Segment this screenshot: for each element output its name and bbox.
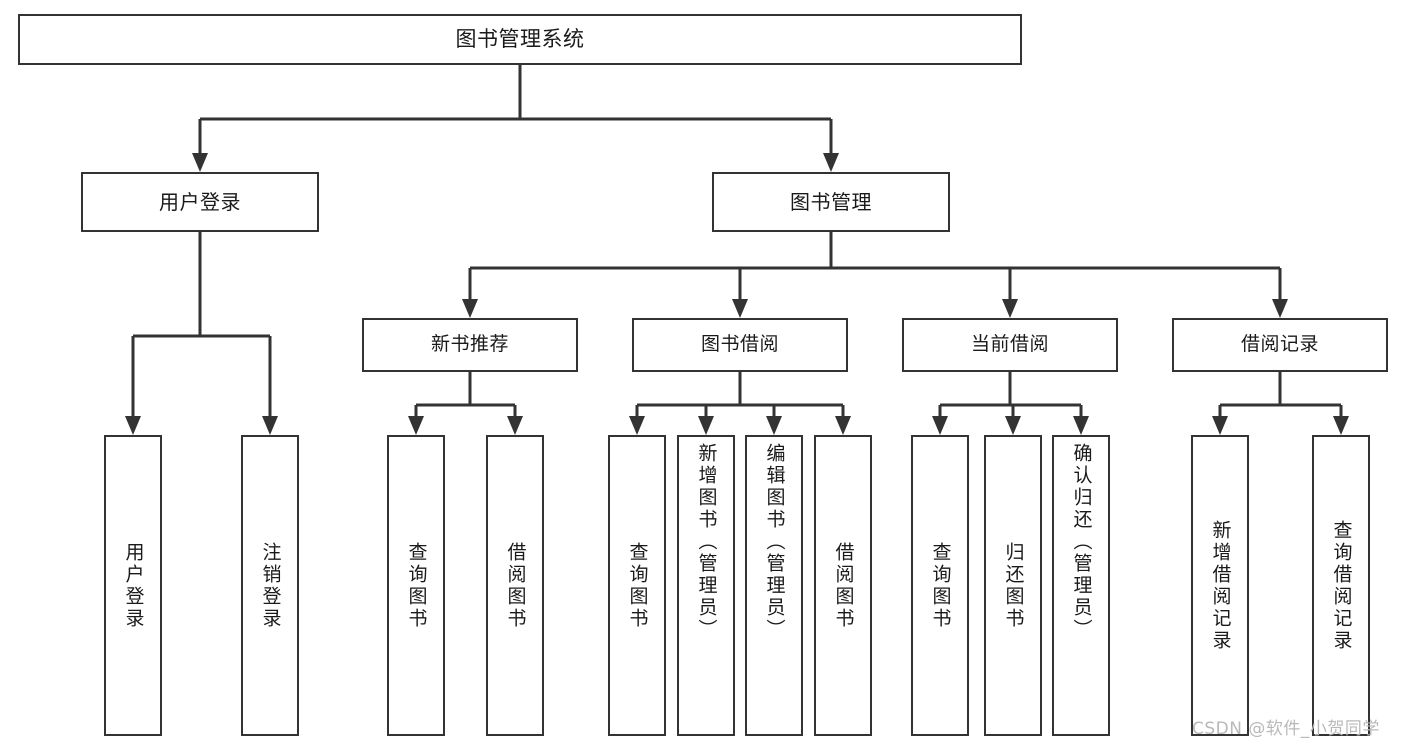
arrowhead-3-0 [408, 416, 424, 435]
arrowhead-2-3 [1272, 299, 1288, 318]
arrowhead-1-1 [262, 416, 278, 435]
node-leaf-10[interactable]: 确认归还（管理员） [1052, 435, 1110, 736]
node-l1-0[interactable]: 用户登录 [81, 172, 319, 232]
node-leaf-7[interactable]: 借阅图书 [814, 435, 872, 736]
arrowhead-4-3 [835, 416, 851, 435]
arrowhead-5-1 [1005, 416, 1021, 435]
node-leaf-5[interactable]: 新增图书（管理员） [677, 435, 735, 736]
node-label: 图书管理系统 [455, 27, 585, 52]
node-label: 新增借阅记录 [1209, 519, 1232, 652]
arrowhead-6-1 [1333, 416, 1349, 435]
node-label: 图书管理 [790, 189, 872, 214]
node-label: 用户登录 [122, 541, 145, 630]
arrowhead-5-0 [932, 416, 948, 435]
node-root[interactable]: 图书管理系统 [18, 14, 1022, 65]
node-l2-2[interactable]: 当前借阅 [902, 318, 1118, 372]
arrowhead-4-1 [698, 416, 714, 435]
node-leaf-12[interactable]: 查询借阅记录 [1312, 435, 1370, 736]
node-label: 查询图书 [929, 541, 952, 630]
arrowhead-3-1 [507, 416, 523, 435]
node-label: 图书借阅 [700, 333, 779, 356]
node-l2-3[interactable]: 借阅记录 [1172, 318, 1388, 372]
arrowhead-4-2 [766, 416, 782, 435]
node-leaf-3[interactable]: 借阅图书 [486, 435, 544, 736]
arrowhead-2-0 [462, 299, 478, 318]
node-label: 借阅记录 [1240, 333, 1319, 356]
node-leaf-4[interactable]: 查询图书 [608, 435, 666, 736]
node-label: 借阅图书 [504, 541, 527, 630]
node-label: 借阅图书 [832, 541, 855, 630]
node-leaf-8[interactable]: 查询图书 [911, 435, 969, 736]
node-label: 注销登录 [259, 541, 282, 630]
arrowhead-0-1 [823, 153, 839, 172]
arrowhead-2-2 [1002, 299, 1018, 318]
node-label: 新书推荐 [430, 333, 509, 356]
node-label: 查询图书 [626, 541, 649, 630]
node-label: 新增图书（管理员） [695, 443, 718, 641]
node-l1-1[interactable]: 图书管理 [712, 172, 950, 232]
node-leaf-1[interactable]: 注销登录 [241, 435, 299, 736]
node-label: 编辑图书（管理员） [763, 443, 786, 641]
node-leaf-6[interactable]: 编辑图书（管理员） [745, 435, 803, 736]
arrowhead-1-0 [125, 416, 141, 435]
node-leaf-2[interactable]: 查询图书 [387, 435, 445, 736]
node-label: 归还图书 [1002, 541, 1025, 630]
node-l2-0[interactable]: 新书推荐 [362, 318, 578, 372]
node-leaf-9[interactable]: 归还图书 [984, 435, 1042, 736]
arrowhead-0-0 [192, 153, 208, 172]
arrowhead-4-0 [629, 416, 645, 435]
node-label: 用户登录 [159, 189, 241, 214]
arrowhead-5-2 [1073, 416, 1089, 435]
node-label: 查询借阅记录 [1330, 519, 1353, 652]
arrowhead-2-1 [732, 299, 748, 318]
node-label: 当前借阅 [970, 333, 1049, 356]
node-label: 查询图书 [405, 541, 428, 630]
node-label: 确认归还（管理员） [1070, 443, 1093, 641]
arrowhead-6-0 [1212, 416, 1228, 435]
node-l2-1[interactable]: 图书借阅 [632, 318, 848, 372]
node-leaf-11[interactable]: 新增借阅记录 [1191, 435, 1249, 736]
node-leaf-0[interactable]: 用户登录 [104, 435, 162, 736]
